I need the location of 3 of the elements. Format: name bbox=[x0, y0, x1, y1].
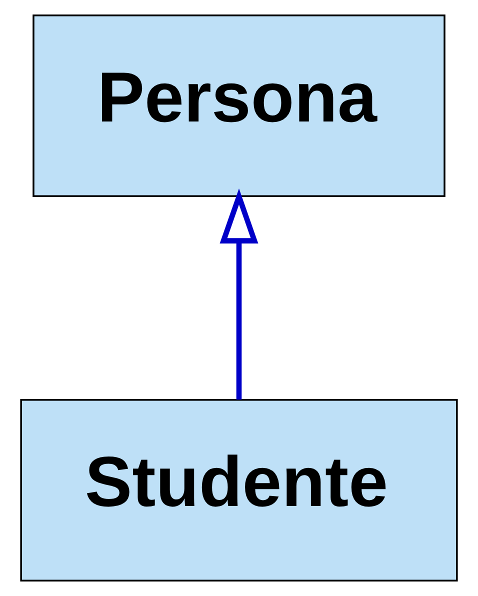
node-box: Studente bbox=[20, 398, 458, 582]
node-box: Persona bbox=[32, 14, 446, 198]
arrow bbox=[220, 188, 258, 400]
